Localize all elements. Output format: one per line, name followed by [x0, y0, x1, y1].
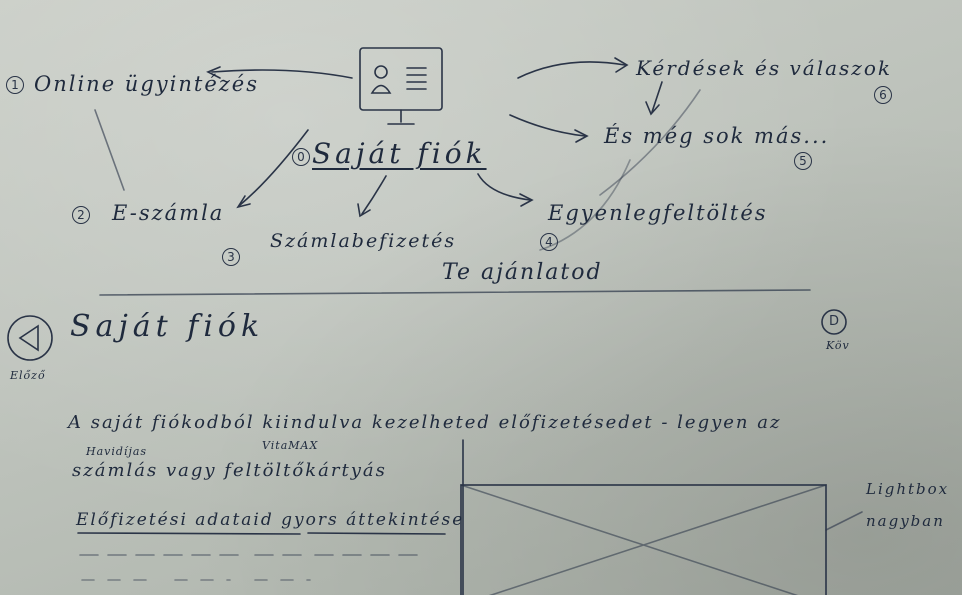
intro-text-line1: A saját fiókodból kiindulva kezelheted e…	[68, 412, 782, 433]
center-node-sajat-fiok: Saját fiók	[312, 137, 487, 170]
node-number-6: 6	[874, 86, 892, 104]
back-label: Előző	[10, 369, 46, 382]
node-e-szamla: E-számla	[112, 201, 225, 225]
note-vitamax: VitaMAX	[262, 439, 319, 452]
center-number: 0	[292, 148, 310, 166]
node-kerdesek-es-valaszok: Kérdések és válaszok	[636, 56, 892, 80]
node-number-4: 4	[540, 233, 558, 251]
intro-text-line2: számlás vagy feltöltőkártyás	[72, 460, 387, 481]
node-online-ugyintezes: Online ügyintézés	[34, 72, 260, 96]
subscription-overview-link[interactable]: Előfizetési adataid gyors áttekintése	[76, 510, 465, 530]
node-number-5: 5	[794, 152, 812, 170]
next-arrow-icon: D	[829, 314, 840, 329]
node-number-2: 2	[72, 206, 90, 224]
lightbox-note-line1: Lightbox	[866, 480, 950, 498]
lightbox-note-line2: nagyban	[866, 512, 945, 530]
node-es-meg-sok-mas: És még sok más...	[604, 124, 830, 148]
node-number-1: 1	[6, 76, 24, 94]
node-szamlabefizetes: Számlabefizetés	[270, 230, 457, 252]
node-number-3: 3	[222, 248, 240, 266]
footer-te-ajanlatod: Te ajánlatod	[442, 260, 603, 285]
note-havidijas: Havidíjas	[86, 445, 148, 458]
node-egyenlegfeltoltes: Egyenlegfeltöltés	[548, 201, 768, 225]
back-arrow-icon[interactable]	[6, 314, 54, 362]
lightbox-placeholder[interactable]	[461, 485, 826, 595]
page-title: Saját fiók	[70, 309, 265, 344]
next-button[interactable]: D	[820, 308, 850, 338]
next-label: Köv	[826, 339, 850, 352]
